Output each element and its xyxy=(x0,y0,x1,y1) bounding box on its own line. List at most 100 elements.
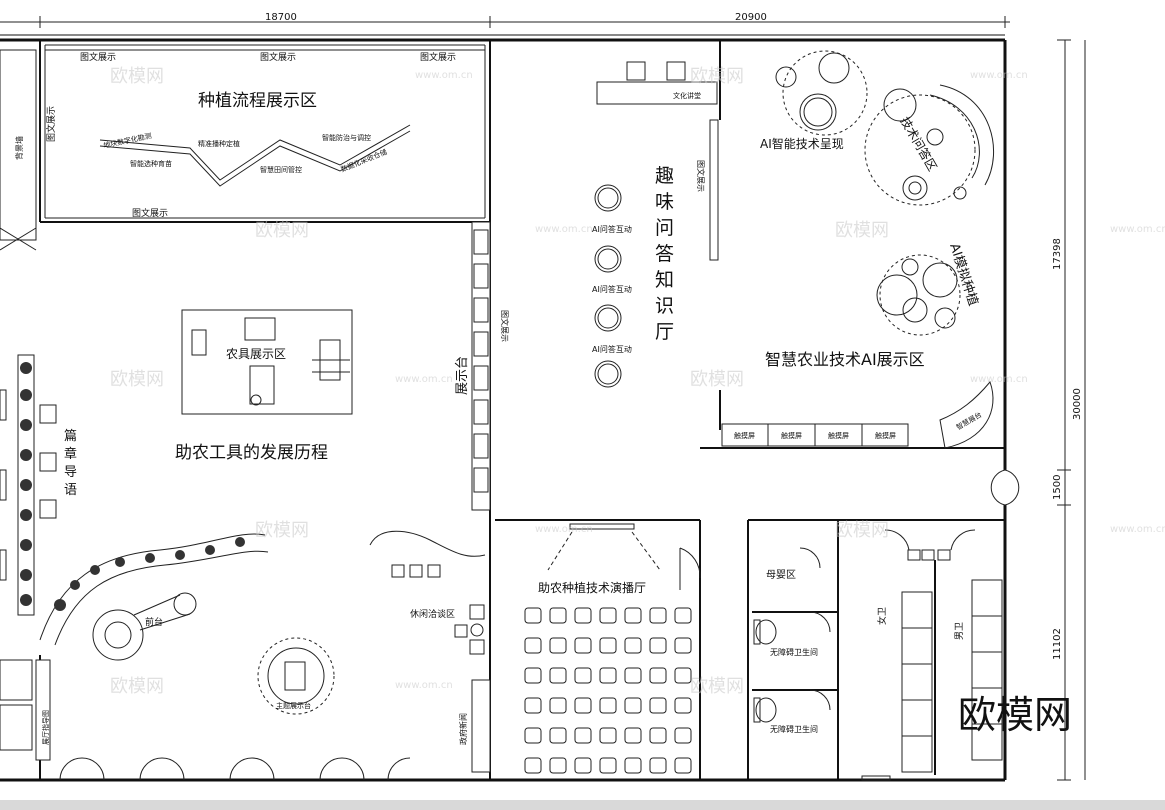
zone-exhibit-stand: 展示台 xyxy=(455,356,470,395)
svg-text:www.om.cn: www.om.cn xyxy=(535,224,593,235)
svg-text:答: 答 xyxy=(655,243,674,265)
label-gov-news: 政府新闻 xyxy=(458,713,468,745)
touch-screen-3: 触摸屏 xyxy=(828,431,849,440)
svg-text:趣: 趣 xyxy=(655,165,674,187)
svg-text:www.om.cn: www.om.cn xyxy=(1110,224,1165,235)
touch-screen-2: 触摸屏 xyxy=(781,431,802,440)
svg-text:欧模网: 欧模网 xyxy=(255,520,309,541)
graphic-display-4: 图文展示 xyxy=(132,207,168,219)
theater-seat xyxy=(574,667,592,684)
flow-step-4: 智慧田间管控 xyxy=(260,165,302,174)
flow-step-5: 智能防治与调控 xyxy=(322,133,371,142)
theater-seat xyxy=(574,697,592,714)
theater-seats xyxy=(524,607,692,774)
theater-seat xyxy=(624,727,642,744)
theater-seat xyxy=(599,697,617,714)
theater-seat xyxy=(549,697,567,714)
zone-ai-main: 智慧农业技术AI展示区 xyxy=(765,350,925,369)
zone-accessible-wc-2: 无障碍卫生间 xyxy=(770,724,818,734)
ai-tech-stations xyxy=(775,50,868,136)
culture-lecture-desk xyxy=(596,81,718,105)
flow-step-2: 智能选种育苗 xyxy=(130,159,172,168)
theater-seat xyxy=(524,697,542,714)
zone-quiz-hall: 趣 味 问 答 知 识 厅 xyxy=(655,165,674,343)
tech-qa-stations xyxy=(864,84,995,206)
svg-text:欧模网: 欧模网 xyxy=(690,369,744,390)
svg-text:欧模网: 欧模网 xyxy=(835,220,889,241)
graphic-display-6: 图文展示 xyxy=(500,310,510,342)
gov-news-rack xyxy=(471,679,491,773)
svg-text:www.om.cn: www.om.cn xyxy=(415,70,473,81)
ai-qa-stations xyxy=(594,184,622,388)
ai-qa-label-1: AI问答互动 xyxy=(592,224,632,234)
svg-text:欧模网: 欧模网 xyxy=(690,66,744,87)
graphic-display-5: 图文展示 xyxy=(45,106,57,142)
graphic-display-1: 图文展示 xyxy=(80,51,116,63)
theater-seat xyxy=(524,667,542,684)
projection-line-left xyxy=(547,531,573,571)
svg-text:www.om.cn: www.om.cn xyxy=(395,680,453,691)
planting-flow-path-inner xyxy=(99,130,411,187)
touch-screen-4: 触摸屏 xyxy=(875,431,896,440)
svg-text:欧模网: 欧模网 xyxy=(690,676,744,697)
theater-seat xyxy=(549,667,567,684)
theater-seat xyxy=(649,607,667,624)
zone-ai-sim: AI模拟种植 xyxy=(946,242,980,308)
planting-zone-frame xyxy=(44,44,486,219)
theater-seat xyxy=(574,727,592,744)
dim-top-left: 18700 xyxy=(265,12,297,23)
theater-seat xyxy=(674,697,692,714)
theater-seat xyxy=(599,727,617,744)
tractor-icon xyxy=(191,317,350,406)
zone-male-wc: 男卫 xyxy=(954,622,965,640)
hall-map-panel xyxy=(35,659,51,761)
theater-seat xyxy=(674,637,692,654)
smart-stand xyxy=(939,381,994,449)
lecture-chair-2 xyxy=(666,61,686,81)
theater-seat xyxy=(649,727,667,744)
entrance-doors xyxy=(59,757,411,781)
theater-seat xyxy=(524,607,542,624)
plant-column-left xyxy=(20,362,32,606)
theater-seat xyxy=(674,757,692,774)
theater-seat xyxy=(599,667,617,684)
dim-right-upper: 17398 xyxy=(1052,238,1063,270)
theater-seat xyxy=(549,727,567,744)
theater-seat xyxy=(624,607,642,624)
label-back-wall: 背景墙 xyxy=(14,136,24,160)
svg-text:www.om.cn: www.om.cn xyxy=(535,524,593,535)
back-wall-cross-2 xyxy=(0,227,37,251)
svg-text:欧模网: 欧模网 xyxy=(110,66,164,87)
outer-walls xyxy=(0,34,1007,782)
graphic-display-2: 图文展示 xyxy=(260,51,296,63)
flow-step-1: 地块数字化勘测 xyxy=(103,131,153,150)
zone-theme-stand: 主题展示台 xyxy=(276,701,311,710)
svg-text:知: 知 xyxy=(655,269,674,291)
watermark-logo: 欧模网 xyxy=(958,693,1072,737)
zone-mother-baby: 母婴区 xyxy=(766,569,796,581)
zone-tools-history: 助农工具的发展历程 xyxy=(175,443,328,463)
theater-seat xyxy=(574,607,592,624)
svg-text:味: 味 xyxy=(655,191,674,213)
dim-top-right: 20900 xyxy=(735,12,767,23)
zone-chapter-intro-2: 章 xyxy=(64,446,77,462)
svg-text:问: 问 xyxy=(655,217,674,239)
theater-seat xyxy=(649,667,667,684)
zone-planting-title: 种植流程展示区 xyxy=(198,91,317,111)
theater-seat xyxy=(574,757,592,774)
theater-seat xyxy=(599,757,617,774)
svg-text:www.om.cn: www.om.cn xyxy=(970,374,1028,385)
graphic-display-3: 图文展示 xyxy=(420,51,456,63)
watermarks: 欧模网 www.om.cn 欧模网 www.om.cn 欧模网 www.om.c… xyxy=(110,66,1165,697)
svg-text:欧模网: 欧模网 xyxy=(255,220,309,241)
curved-planter-band-inner xyxy=(54,550,269,646)
flow-step-3: 精准播种定植 xyxy=(198,139,240,148)
theater-seat xyxy=(624,667,642,684)
zone-lounge: 休闲洽谈区 xyxy=(410,608,455,620)
theater-seat xyxy=(649,637,667,654)
lounge-planter xyxy=(369,530,486,557)
staff-desk xyxy=(0,659,33,751)
svg-text:www.om.cn: www.om.cn xyxy=(395,374,453,385)
theater-seat xyxy=(549,637,567,654)
